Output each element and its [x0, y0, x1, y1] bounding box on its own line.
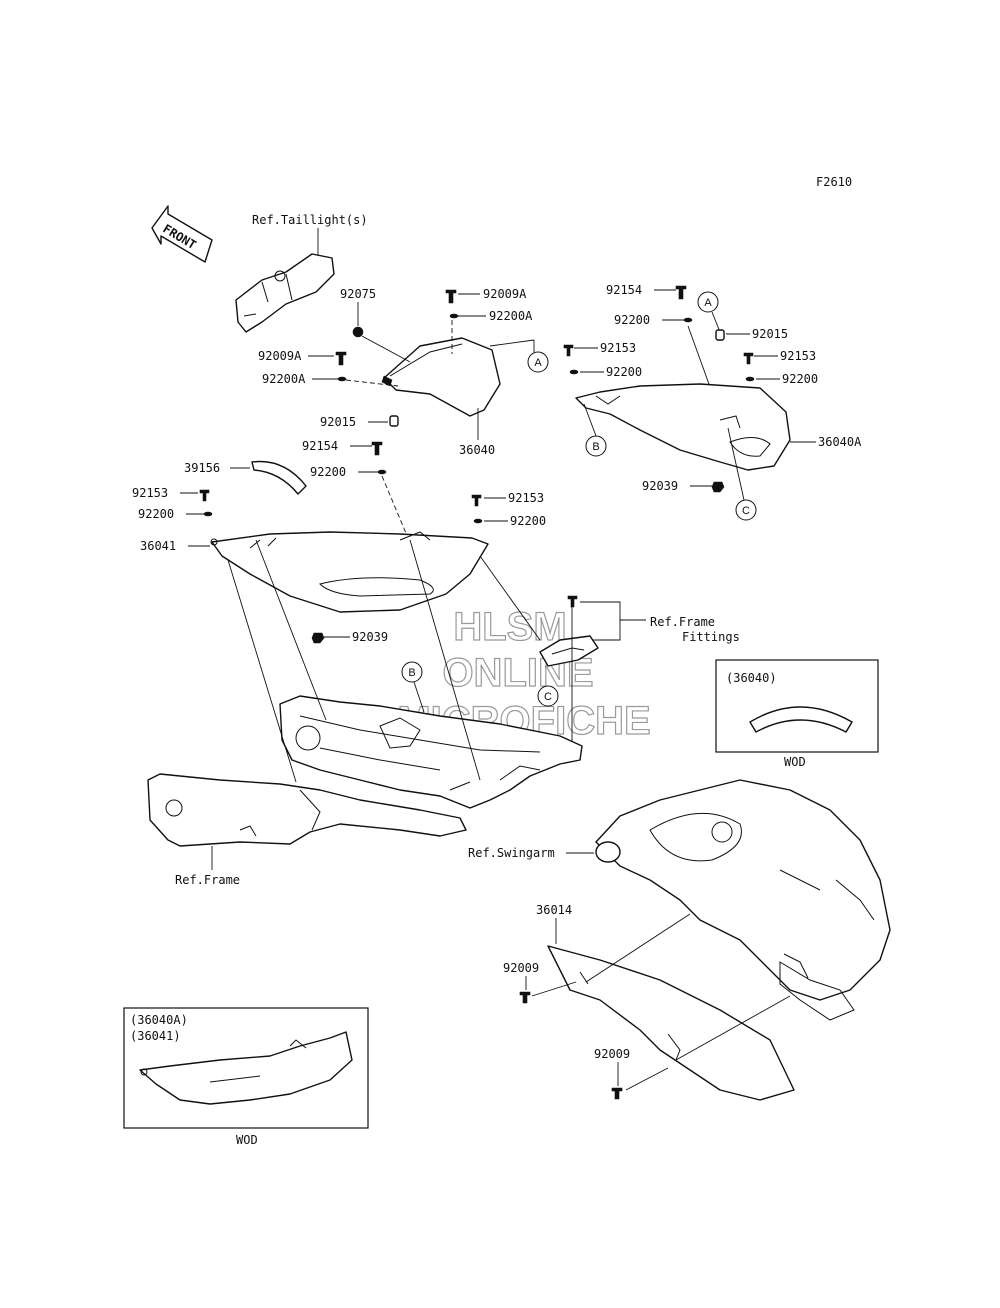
part-92200A-top-label: 92200A — [489, 309, 533, 323]
bolt-92009-b-icon — [611, 1087, 623, 1100]
inset-36040A-note: WOD — [236, 1133, 258, 1147]
part-92039-left-label: 92039 — [352, 630, 388, 644]
part-92153-right-b-label: 92153 — [780, 349, 816, 363]
inset-36040A-code1: (36040A) — [130, 1013, 188, 1027]
callout-c-right: C — [742, 505, 750, 517]
part-39156-label: 39156 — [184, 461, 220, 475]
washer-92200A-top-icon — [449, 313, 459, 319]
part-92009A-left-label: 92009A — [258, 349, 302, 363]
part-92154-mid-label: 92154 — [302, 439, 338, 453]
bolt-92009A-left-icon — [335, 351, 347, 366]
part-39156-trim — [251, 460, 307, 495]
part-92200-left-label: 92200 — [138, 507, 174, 521]
part-92015-right-label: 92015 — [752, 327, 788, 341]
part-36041-label: 36041 — [140, 539, 176, 553]
bolt-92153-center-icon — [471, 494, 482, 507]
inset-36040-note: WOD — [784, 755, 806, 769]
callout-b-left: B — [408, 667, 415, 679]
rear-frame — [279, 695, 583, 809]
callout-b-right: B — [592, 441, 599, 453]
part-92154-right-label: 92154 — [606, 283, 642, 297]
inset-36040A-box — [123, 1007, 369, 1129]
part-92200-right-a-label: 92200 — [606, 365, 642, 379]
part-92153-left-label: 92153 — [132, 486, 168, 500]
callout-a-left: A — [534, 357, 542, 369]
inset-36040-code: (36040) — [726, 671, 777, 685]
part-92015-mid-label: 92015 — [320, 415, 356, 429]
part-92200-right-top-label: 92200 — [614, 313, 650, 327]
taillight-unit — [235, 253, 335, 333]
swingarm — [595, 779, 891, 1021]
part-92009-a-label: 92009 — [503, 961, 539, 975]
washer-92200-right-top-icon — [683, 317, 693, 323]
inset-36040A-code2: (36041) — [130, 1029, 181, 1043]
bolt-frame-fitting-icon — [567, 595, 578, 608]
inset-36040-part — [749, 706, 853, 733]
front-arrow-icon: FRONT — [151, 205, 213, 263]
diagram-code: F2610 — [816, 175, 852, 189]
nut-92039-left-icon — [311, 632, 325, 644]
svg-text:HLSM: HLSM — [453, 605, 566, 649]
part-36040A-label: 36040A — [818, 435, 862, 449]
part-92039-right-label: 92039 — [642, 479, 678, 493]
washer-92200-right-b-icon — [745, 376, 755, 382]
bolt-92153-right-a-icon — [563, 344, 574, 357]
bolt-92153-left-icon — [199, 489, 210, 502]
part-36014-label: 36014 — [536, 903, 572, 917]
washer-92200-right-a-icon — [569, 369, 579, 375]
callout-a-right: A — [704, 297, 712, 309]
part-92009A-top-label: 92009A — [483, 287, 527, 301]
part-36040A-cover — [575, 383, 791, 471]
bolt-92154-right-icon — [675, 285, 687, 300]
part-36040-cover — [381, 337, 501, 417]
part-36040-label: 36040 — [459, 443, 495, 457]
ref-swingarm-label: Ref.Swingarm — [468, 846, 555, 860]
bolt-92009-a-icon — [519, 991, 531, 1004]
part-36014-chain-guard — [547, 945, 795, 1101]
inset-36040A-part — [139, 1031, 353, 1105]
part-92200A-left-label: 92200A — [262, 372, 306, 386]
ref-frame-fittings-label-2: Fittings — [682, 630, 740, 644]
part-92153-right-a-label: 92153 — [600, 341, 636, 355]
nut-92039-right-icon — [711, 481, 725, 493]
grommet-92015-mid-icon — [389, 415, 399, 427]
washer-92200-left-icon — [203, 511, 213, 517]
bolt-92153-right-b-icon — [743, 352, 754, 365]
ref-taillight-label: Ref.Taillight(s) — [252, 213, 368, 227]
part-92153-center-label: 92153 — [508, 491, 544, 505]
bolt-92154-mid-icon — [371, 441, 383, 456]
part-36041-side-cover — [210, 531, 489, 613]
part-92075-label: 92075 — [340, 287, 376, 301]
grommet-92015-right-icon — [715, 329, 725, 341]
nut-92075-icon — [352, 326, 364, 338]
washer-92200-mid-icon — [377, 469, 387, 475]
main-frame-rail — [147, 773, 467, 847]
ref-frame-label: Ref.Frame — [175, 873, 240, 887]
part-92200-center-label: 92200 — [510, 514, 546, 528]
washer-92200A-left-icon — [337, 376, 347, 382]
ref-frame-fittings-label-1: Ref.Frame — [650, 615, 715, 629]
part-92009-b-label: 92009 — [594, 1047, 630, 1061]
callout-c-left: C — [544, 691, 552, 703]
bolt-92009A-top-icon — [445, 289, 457, 304]
washer-92200-center-icon — [473, 518, 483, 524]
part-92200-mid-label: 92200 — [310, 465, 346, 479]
inset-36040-box — [715, 659, 879, 753]
part-92200-right-b-label: 92200 — [782, 372, 818, 386]
